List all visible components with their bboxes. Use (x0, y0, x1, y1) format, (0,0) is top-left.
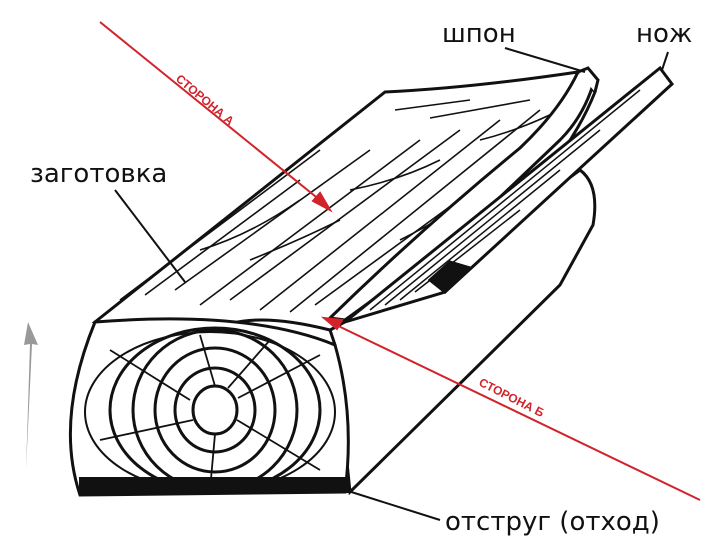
log-end-face (68, 317, 352, 497)
label-waste: отструг (отход) (445, 507, 660, 537)
knife-blade (344, 65, 675, 324)
leader-waste (344, 489, 441, 521)
leader-knife (661, 51, 669, 71)
arrow-side-a-head (311, 191, 333, 213)
veneer-strip (326, 70, 597, 322)
left-margin-mark (24, 322, 38, 470)
leader-veneer (504, 47, 586, 73)
radial-cracks (99, 334, 321, 491)
leader-lines (114, 47, 669, 521)
log-end-outline (68, 317, 350, 497)
label-workpiece: заготовка (30, 159, 167, 189)
arrow-side-b-line (329, 321, 701, 501)
waste-shaving (79, 477, 352, 497)
red-arrows (99, 21, 701, 501)
label-veneer: шпон (442, 19, 516, 49)
veneer-edge (577, 66, 600, 93)
label-knife: нож (636, 19, 692, 49)
arrow-side-a-line (99, 21, 327, 206)
label-side-a: СТОРОНА А (173, 72, 237, 129)
arrow-side-b-head (320, 316, 344, 331)
knife-bevel (427, 260, 473, 294)
veneer-sheet (326, 66, 600, 322)
leader-workpiece (114, 189, 186, 283)
